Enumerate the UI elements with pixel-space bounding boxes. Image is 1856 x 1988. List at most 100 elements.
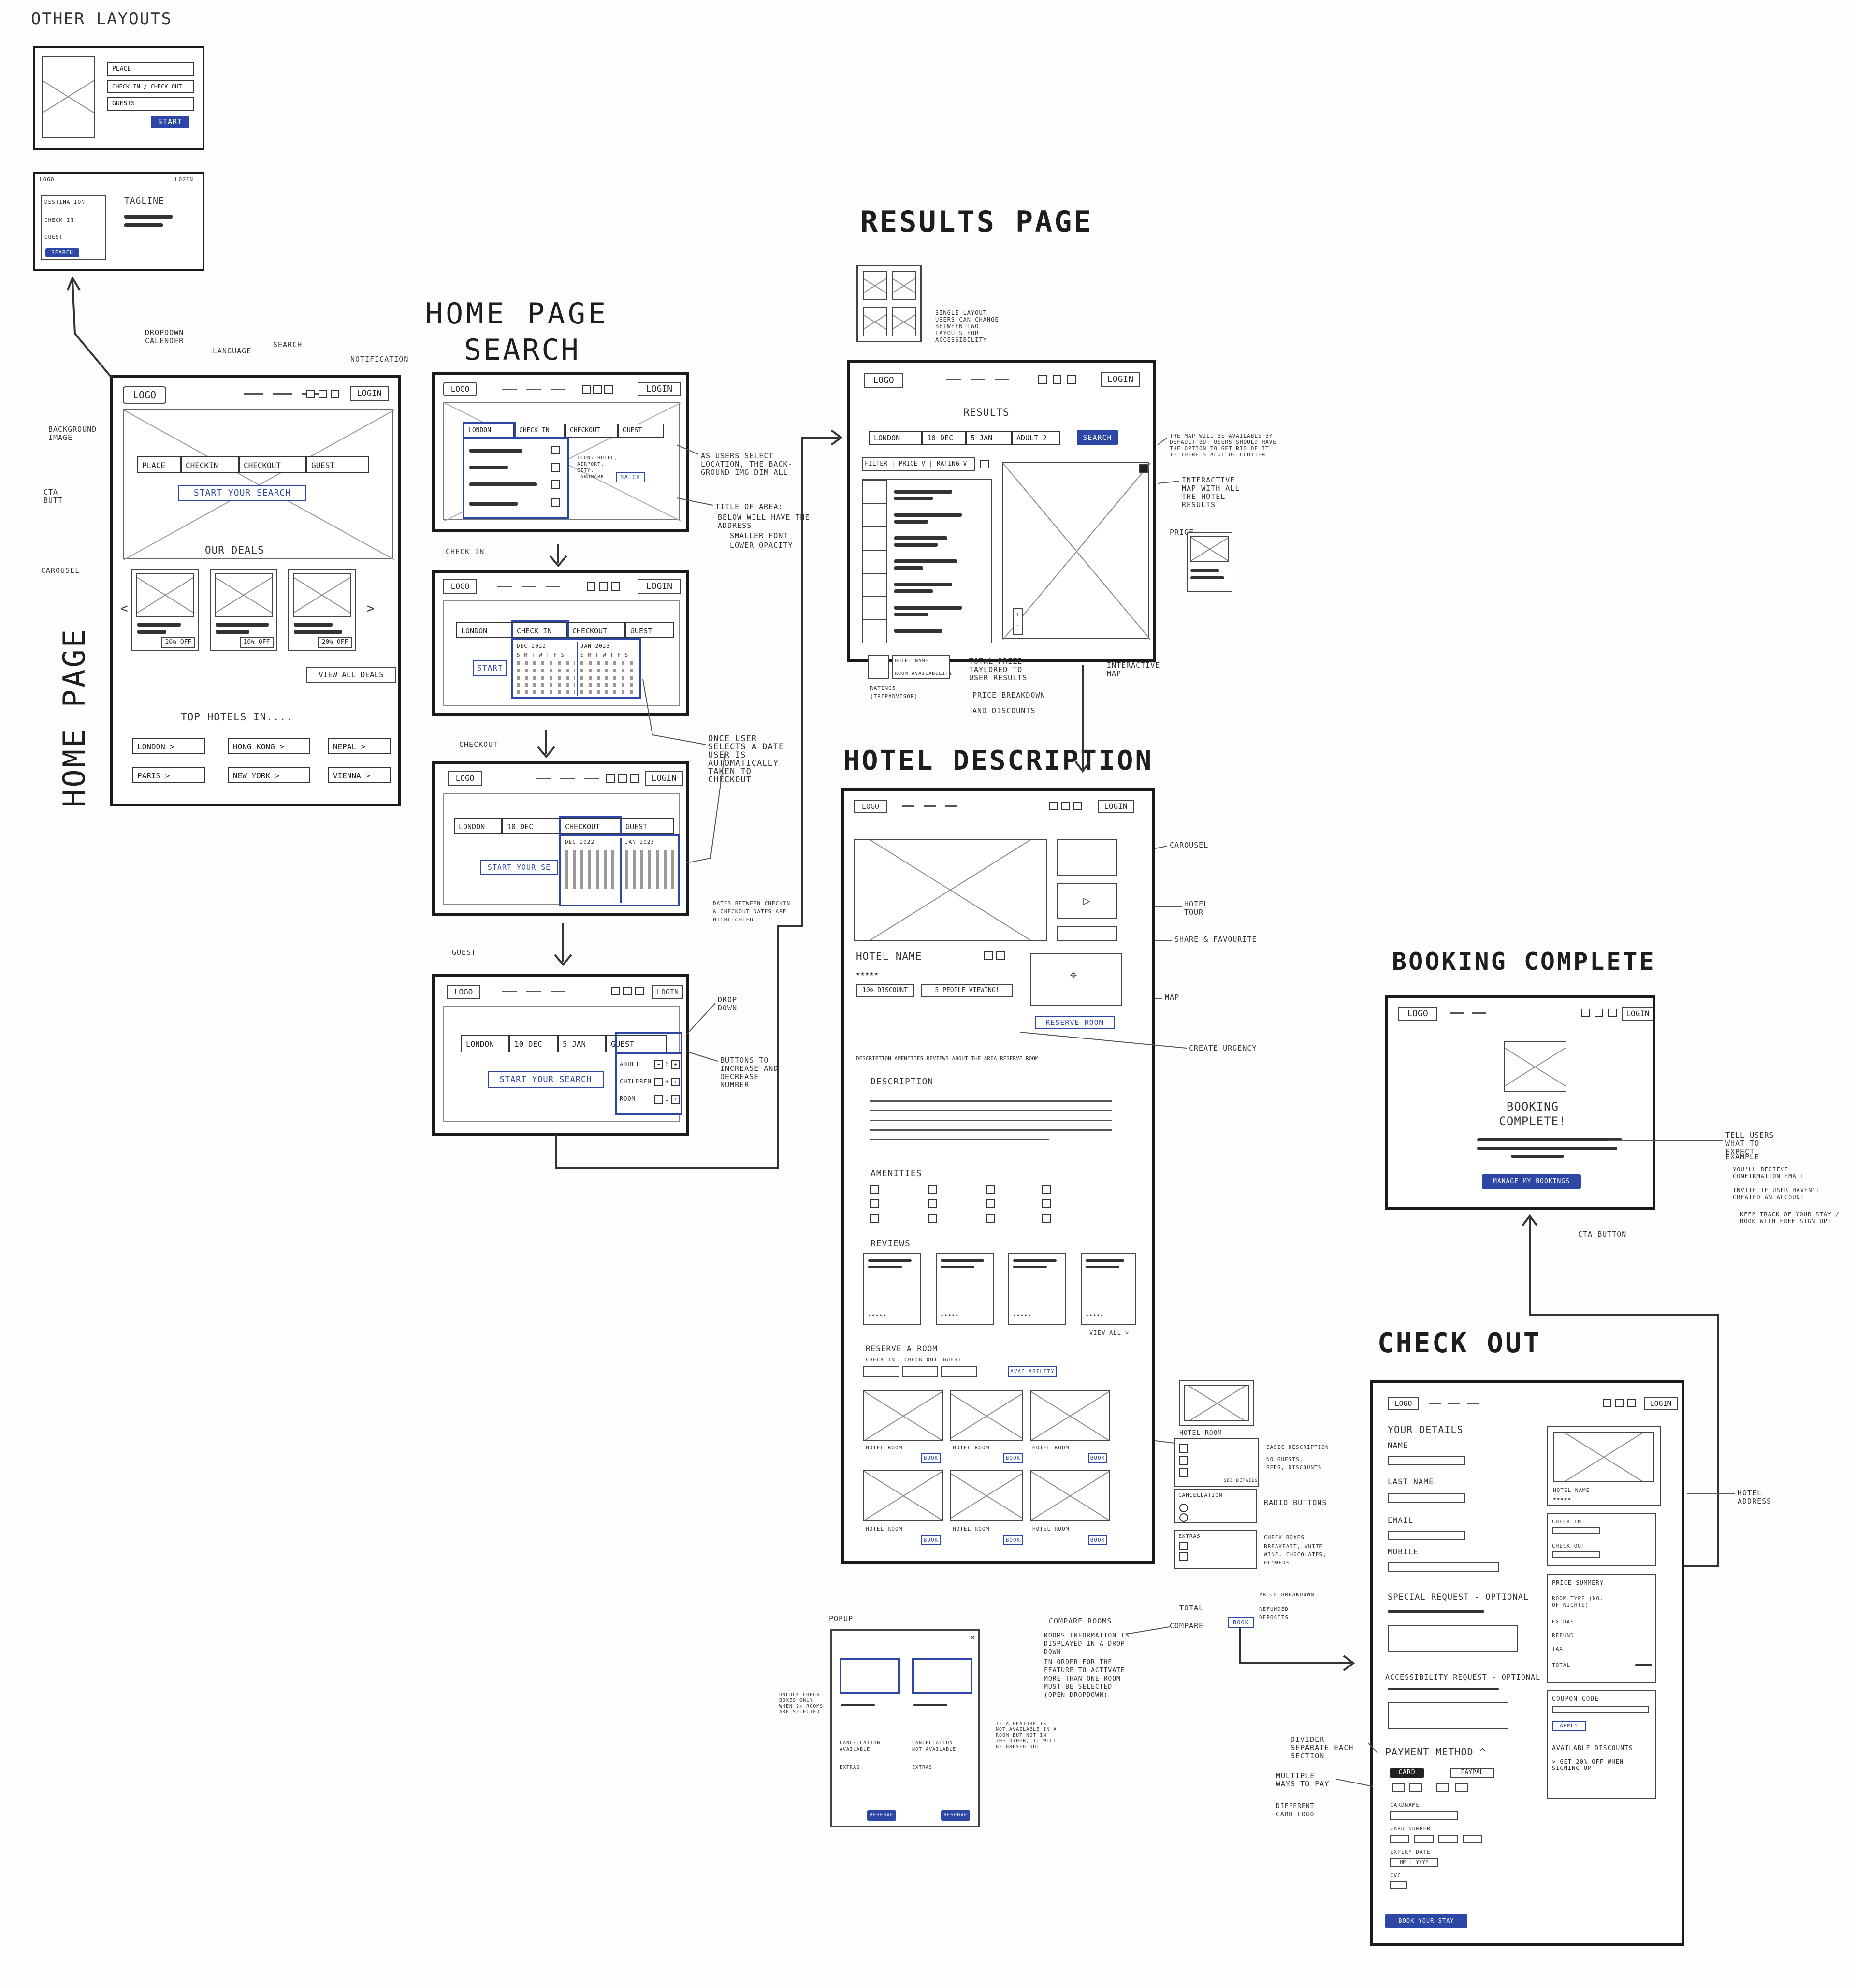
book-button[interactable]: BOOK: [921, 1535, 941, 1545]
guest-field[interactable]: GUEST: [621, 818, 674, 834]
room-image[interactable]: [1030, 1470, 1110, 1521]
map-hotel-card[interactable]: [1187, 532, 1232, 592]
checkin-field[interactable]: 10 DEC: [509, 1035, 558, 1052]
email-input[interactable]: [1388, 1531, 1465, 1540]
book-button[interactable]: BOOK: [1088, 1535, 1107, 1545]
compare-room-a[interactable]: [840, 1658, 900, 1694]
login-button[interactable]: LOGIN: [638, 382, 681, 396]
favourite-icon[interactable]: [996, 951, 1005, 960]
calendar-dropdown[interactable]: DEC 2022 JAN 2023 S M T W T F S S M T W …: [511, 638, 641, 699]
zoom-control[interactable]: +−: [1013, 608, 1023, 635]
start-button[interactable]: START: [151, 116, 189, 128]
deal-card[interactable]: 10% OFF: [210, 569, 277, 651]
payment-method-heading[interactable]: PAYMENT METHOD ^: [1385, 1746, 1486, 1758]
book-button[interactable]: BOOK: [1003, 1453, 1023, 1463]
accessibility-textarea[interactable]: [1388, 1702, 1508, 1729]
expiry-input[interactable]: MM | YYYY: [1390, 1858, 1438, 1867]
login-button[interactable]: LOGIN: [638, 579, 681, 594]
availability-button[interactable]: AVAILABILITY: [1008, 1366, 1057, 1377]
checkin-checkout-field[interactable]: CHECK IN / CHECK OUT: [107, 80, 194, 93]
login-button[interactable]: LOGIN: [652, 985, 683, 999]
reserve-button[interactable]: RESERVE: [867, 1810, 896, 1821]
checkout-field[interactable]: 5 JAN: [558, 1035, 606, 1052]
checkin-field[interactable]: 10 DEC: [922, 431, 966, 445]
section-tabs[interactable]: DESCRIPTION AMENITIES REVIEWS ABOUT THE …: [856, 1055, 1039, 1062]
view-all-reviews-link[interactable]: VIEW ALL >: [1089, 1330, 1130, 1336]
guest-input[interactable]: [941, 1366, 977, 1377]
place-field[interactable]: PLACE: [107, 62, 194, 76]
cardname-input[interactable]: [1390, 1811, 1458, 1820]
start-button[interactable]: START: [473, 660, 507, 676]
checkin-field[interactable]: CHECKIN: [181, 456, 239, 473]
reserve-button[interactable]: RESERVE: [941, 1810, 970, 1821]
start-search-button[interactable]: START YOUR SEARCH: [488, 1071, 604, 1088]
login-link[interactable]: LOGIN: [175, 176, 194, 183]
mobile-input[interactable]: [1388, 1562, 1499, 1572]
deal-card[interactable]: 20% OFF: [288, 569, 356, 651]
room-image[interactable]: [950, 1470, 1023, 1521]
map-preview[interactable]: ⌖: [1030, 953, 1122, 1006]
book-button[interactable]: BOOK: [1228, 1617, 1254, 1628]
city-new-york[interactable]: NEW YORK >: [228, 767, 310, 783]
city-london[interactable]: LONDON >: [132, 738, 205, 754]
language-icon[interactable]: [306, 390, 315, 398]
login-button[interactable]: LOGIN: [645, 771, 683, 786]
interactive-map[interactable]: +−: [1002, 462, 1151, 640]
checkout-input[interactable]: [902, 1366, 938, 1377]
room-image[interactable]: [863, 1470, 943, 1521]
guest-field[interactable]: GUEST: [618, 424, 664, 438]
carousel-next-icon[interactable]: >: [367, 601, 375, 616]
search-button[interactable]: SEARCH: [45, 248, 79, 257]
login-button[interactable]: LOGIN: [1644, 1397, 1678, 1410]
hotel-tour-video[interactable]: ▷: [1057, 883, 1117, 919]
carousel-prev-icon[interactable]: <: [120, 601, 129, 616]
carousel-thumbnail[interactable]: [1057, 839, 1117, 876]
book-your-stay-button[interactable]: BOOK YOUR STAY: [1385, 1914, 1467, 1928]
checkout-field[interactable]: CHECKOUT: [567, 622, 625, 638]
guest-field[interactable]: GUEST: [306, 456, 369, 473]
review-card[interactable]: ★★★★★: [1008, 1253, 1066, 1325]
checkin-field[interactable]: CHECK IN: [514, 424, 565, 438]
guest-dropdown[interactable]: ADULT CHILDREN ROOM −2+ −0+ −1+: [615, 1052, 682, 1115]
login-button[interactable]: LOGIN: [350, 386, 389, 401]
special-request-textarea[interactable]: [1388, 1625, 1518, 1652]
city-nepal[interactable]: NEPAL >: [328, 738, 391, 754]
login-button[interactable]: LOGIN: [1622, 1007, 1653, 1021]
review-card[interactable]: ★★★★★: [863, 1253, 921, 1325]
guest-field[interactable]: ADULT 2: [1012, 431, 1060, 445]
search-button[interactable]: SEARCH: [1077, 430, 1118, 445]
location-field[interactable]: LONDON: [869, 431, 922, 445]
compare-room-b[interactable]: [912, 1658, 972, 1694]
city-paris[interactable]: PARIS >: [132, 767, 205, 783]
checkout-field[interactable]: CHECKOUT: [565, 424, 618, 438]
room-image[interactable]: [863, 1390, 943, 1441]
last-name-input[interactable]: [1388, 1493, 1465, 1503]
checkout-field[interactable]: 5 JAN: [966, 431, 1012, 445]
review-card[interactable]: ★★★★★: [936, 1253, 994, 1325]
apply-button[interactable]: APPLY: [1552, 1721, 1586, 1731]
compare-label[interactable]: COMPARE: [1170, 1622, 1204, 1630]
checkin-field[interactable]: CHECK IN: [512, 622, 567, 638]
reserve-room-button[interactable]: RESERVE ROOM: [1035, 1016, 1115, 1029]
checkout-field[interactable]: CHECKOUT: [239, 456, 306, 473]
filter-bar[interactable]: FILTER | PRICE V | RATING V: [862, 457, 975, 471]
book-button[interactable]: BOOK: [1003, 1535, 1023, 1545]
location-field[interactable]: LONDON: [456, 622, 512, 638]
login-button[interactable]: LOGIN: [1098, 800, 1134, 813]
notification-icon[interactable]: [331, 390, 339, 398]
hotel-main-image[interactable]: [854, 839, 1047, 941]
search-icon[interactable]: [319, 390, 327, 398]
view-all-deals-button[interactable]: VIEW ALL DEALS: [306, 667, 396, 683]
close-icon[interactable]: ✕: [970, 1632, 976, 1642]
start-search-button[interactable]: START YOUR SEARCH: [178, 485, 306, 501]
book-button[interactable]: BOOK: [1088, 1453, 1107, 1463]
guest-field[interactable]: GUEST: [625, 622, 674, 638]
checkin-input[interactable]: [863, 1366, 899, 1377]
start-search-button[interactable]: START YOUR SE: [480, 860, 558, 875]
location-dropdown[interactable]: [463, 437, 569, 519]
paypal-tab[interactable]: PAYPAL: [1450, 1768, 1494, 1778]
review-card[interactable]: ★★★★★: [1081, 1253, 1136, 1325]
city-vienna[interactable]: VIENNA >: [328, 767, 391, 783]
results-list[interactable]: [862, 479, 992, 643]
name-input[interactable]: [1388, 1456, 1465, 1465]
